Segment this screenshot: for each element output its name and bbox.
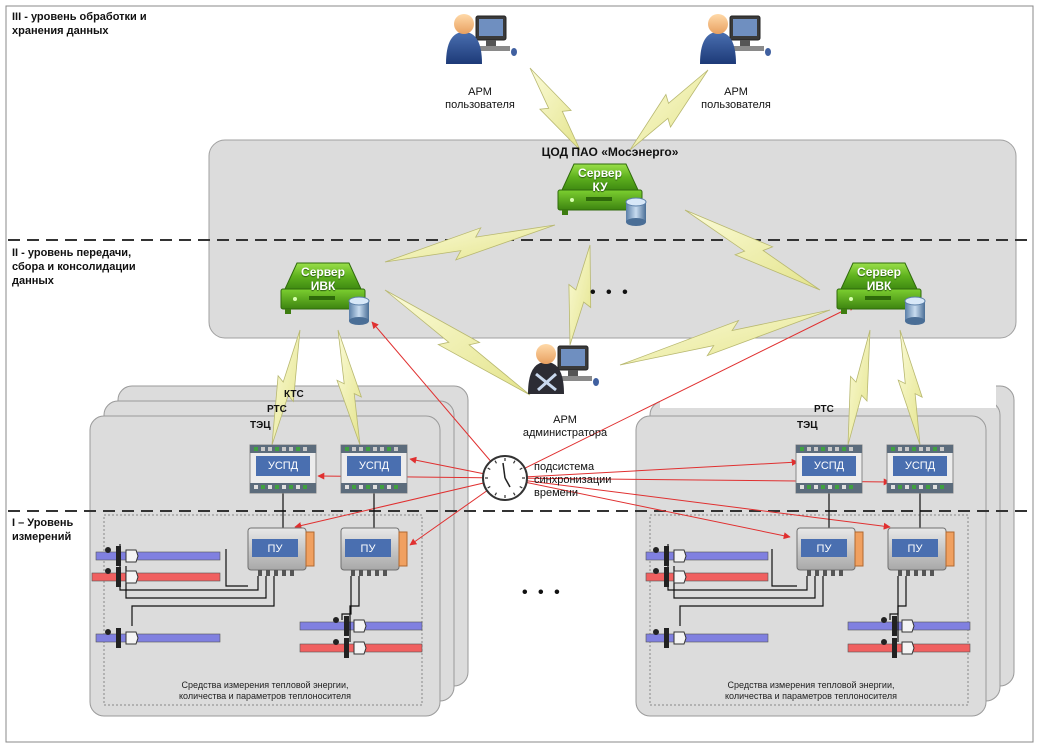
valve-icon [333, 616, 367, 636]
user-workstation-2-label: АРМ пользователя [701, 86, 771, 111]
user-workstation-icon [446, 14, 517, 64]
lightning-link [529, 67, 581, 151]
lightning-link [684, 209, 821, 291]
meter-icon [247, 527, 315, 576]
database-icon [348, 296, 370, 325]
level-3-label: III - уровень обработки и хранения данны… [12, 11, 147, 37]
level-1-label: I – Уровень измерений [12, 517, 74, 543]
admin-workstation-icon [528, 344, 599, 394]
sync-arrow [504, 477, 891, 530]
uspd-label: УСПД [813, 460, 845, 472]
pipe [645, 551, 769, 561]
lightning-links [271, 67, 923, 446]
valve-icon [105, 546, 139, 566]
database-icon [904, 296, 926, 325]
valve-icon [881, 638, 915, 658]
pipe [91, 572, 221, 582]
lightning-link [568, 244, 592, 346]
measurement-footer-right: Средства измерения тепловой энергии, кол… [725, 680, 897, 701]
stack-label-rts-left: РТС [267, 404, 287, 415]
ellipsis-sites: • • • [522, 584, 563, 601]
sync-arrow [294, 477, 506, 529]
lightning-link [384, 289, 531, 396]
nodes [105, 14, 955, 658]
signal-wire [889, 576, 899, 620]
meter-icon [340, 527, 408, 576]
signal-wire [131, 576, 275, 626]
signal-wire [679, 576, 824, 626]
server-ivk-left-icon [280, 262, 370, 325]
valve-icon [105, 567, 139, 587]
valve-icon [653, 567, 687, 587]
outer-frame [5, 5, 1034, 743]
sync-arrow [371, 321, 506, 479]
server-ku-label: Сервер КУ [578, 166, 622, 194]
admin-workstation-label: АРМ администратора [522, 414, 608, 439]
stack-label-tec-left: ТЭЦ [250, 420, 271, 431]
sync-arrows [294, 304, 891, 546]
user-workstation-1-label: АРМ пользователя [445, 86, 515, 111]
server-ivk-right-icon [836, 262, 926, 325]
pipe [645, 572, 769, 582]
meter-icon [887, 527, 955, 576]
meter-icon [796, 527, 864, 576]
server-ivk-right-label: Сервер ИВК [857, 265, 901, 293]
controller-icon [340, 444, 408, 494]
pu-label: ПУ [360, 543, 376, 555]
pipe [95, 633, 221, 643]
ellipsis-servers: • • • [590, 284, 631, 301]
stack-label-kts-left: КТС [284, 389, 304, 400]
controller-icon [795, 444, 863, 494]
pu-label: ПУ [816, 543, 832, 555]
sync-arrow [504, 458, 799, 479]
valve-icon [653, 628, 687, 648]
server-ivk-left-label: Сервер ИВК [301, 265, 345, 293]
database-icon [625, 197, 647, 226]
datacenter-title: ЦОД ПАО «Мосэнерго» [541, 145, 679, 159]
controller-icon [249, 444, 317, 494]
uspd-label: УСПД [904, 460, 936, 472]
signal-wire [771, 549, 797, 587]
valve-icon [881, 616, 915, 636]
lightning-link [384, 224, 556, 263]
server-ku-icon [557, 163, 647, 226]
stack-label-tec-right: ТЭЦ [797, 420, 818, 431]
pipe [645, 633, 769, 643]
signal-wire [341, 576, 352, 620]
pu-label: ПУ [907, 543, 923, 555]
controller-icon [886, 444, 954, 494]
valve-icon [105, 628, 139, 648]
clock-icon [482, 455, 528, 501]
uspd-label: УСПД [267, 460, 299, 472]
stack-label-rts-right: РТС [814, 404, 834, 415]
uspd-label: УСПД [358, 460, 390, 472]
signal-wire [349, 576, 360, 642]
user-workstation-icon [700, 14, 771, 64]
signal-wire [225, 549, 248, 587]
valve-icon [333, 638, 367, 658]
measurement-footer-left: Средства измерения тепловой энергии, кол… [179, 680, 351, 701]
lightning-link [629, 69, 709, 151]
pu-label: ПУ [267, 543, 283, 555]
sync-arrow [504, 477, 791, 540]
lightning-link [619, 309, 831, 366]
signal-wire [897, 576, 907, 642]
sync-arrow [504, 304, 856, 479]
valve-icon [653, 546, 687, 566]
pipe [95, 551, 221, 561]
level-2-label: II - уровень передачи, сбора и консолида… [12, 247, 136, 287]
sync-subsystem-label: подсистема синхронизации времени [534, 461, 612, 499]
